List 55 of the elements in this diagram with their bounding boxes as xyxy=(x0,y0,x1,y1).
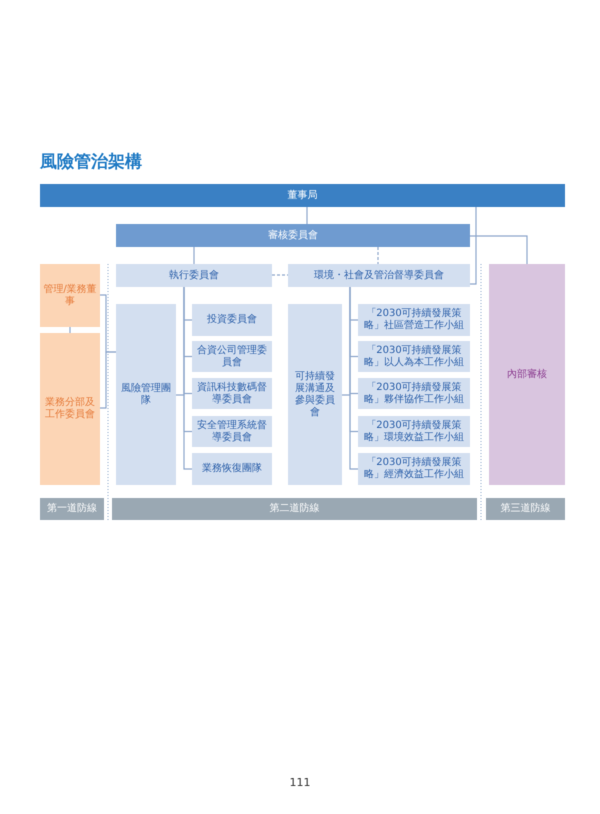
connector-line xyxy=(470,207,477,285)
connector-line xyxy=(470,235,528,264)
board-box xyxy=(40,184,565,207)
node-label: 「2030可持續發展策略」社區營造工作小組 xyxy=(363,308,465,332)
committee-box xyxy=(192,378,272,409)
node-label: 安全管理系統督導委員會 xyxy=(197,420,267,444)
node-label: 執行委員會 xyxy=(169,270,219,282)
committee-box xyxy=(192,416,272,447)
node-label: 環境・社會及管治督導委員會 xyxy=(314,270,444,282)
node-label: 資訊科技數碼督導委員會 xyxy=(197,382,267,406)
node-label: 董事局 xyxy=(288,190,318,202)
committee-box xyxy=(192,304,272,336)
working-group-box xyxy=(358,304,470,336)
node-label: 第二道防線 xyxy=(270,503,320,515)
committee-box xyxy=(116,224,470,247)
node-label: 內部審核 xyxy=(507,368,547,380)
committee-box xyxy=(288,264,470,287)
team-box xyxy=(116,304,176,485)
node-label: 業務恢復團隊 xyxy=(202,463,262,475)
node-label: 風險管理團隊 xyxy=(120,382,172,406)
defense-line-bar xyxy=(112,498,477,520)
node-label: 審核委員會 xyxy=(268,230,318,242)
node-label: 「2030可持續發展策略」經濟效益工作小組 xyxy=(363,457,465,481)
node-label: 管理/業務董事 xyxy=(43,284,97,308)
connector-line xyxy=(306,207,308,224)
diagram-title: 風險管治架構 xyxy=(40,151,142,173)
node-label: 第一道防線 xyxy=(47,503,97,515)
audit-box xyxy=(489,264,565,485)
division-box xyxy=(40,333,100,485)
committee-box xyxy=(192,341,272,372)
working-group-box xyxy=(358,341,470,372)
connector-line xyxy=(377,247,379,264)
working-group-box xyxy=(358,378,470,409)
defense-line-bar xyxy=(40,498,104,520)
committee-box xyxy=(116,264,272,287)
node-label: 「2030可持續發展策略」環境效益工作小組 xyxy=(363,420,465,444)
connector-line xyxy=(272,274,288,276)
connector-line xyxy=(176,287,185,396)
connector-line xyxy=(100,351,116,409)
node-label: 第三道防線 xyxy=(500,503,550,515)
defense-line-bar xyxy=(486,498,565,520)
working-group-box xyxy=(358,416,470,447)
node-label: 「2030可持續發展策略」夥伴協作工作小組 xyxy=(363,382,465,406)
node-label: 合資公司管理委員會 xyxy=(197,344,267,368)
node-label: 投資委員會 xyxy=(207,314,257,326)
node-label: 業務分部及工作委員會 xyxy=(44,397,96,421)
committee-box xyxy=(288,304,342,485)
connector-line xyxy=(193,247,195,264)
committee-box xyxy=(192,453,272,485)
connector-line xyxy=(342,287,351,396)
node-label: 可持續發展溝通及參與委員會 xyxy=(294,370,336,418)
page-number: 111 xyxy=(288,776,312,789)
management-box xyxy=(40,264,100,327)
node-label: 「2030可持續發展策略」以人為本工作小組 xyxy=(363,344,465,368)
working-group-box xyxy=(358,453,470,485)
